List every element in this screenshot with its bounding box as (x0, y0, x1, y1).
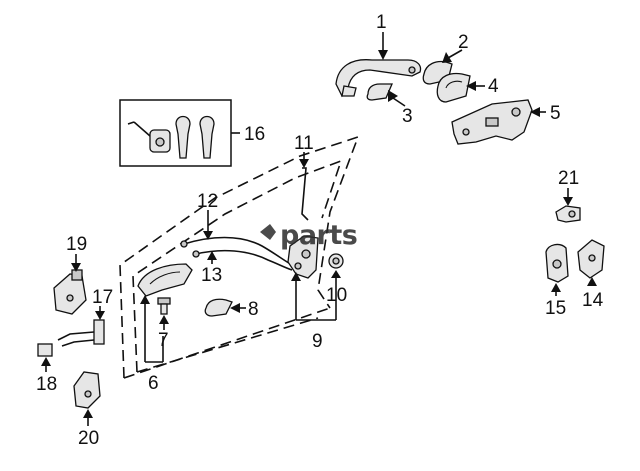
callout-19: 19 (66, 234, 87, 255)
callout-6: 6 (148, 373, 159, 394)
handle-bezel[interactable] (436, 72, 471, 103)
watermark-text: parts (280, 220, 357, 251)
callout-17: 17 (92, 287, 113, 308)
door-striker[interactable] (577, 239, 605, 279)
callout-11: 11 (294, 133, 314, 154)
inside-door-handle[interactable] (137, 263, 193, 297)
striker-bolt[interactable] (555, 205, 581, 223)
striker-plate[interactable] (545, 243, 569, 283)
callout-13: 13 (201, 265, 222, 286)
callout-14: 14 (582, 290, 604, 311)
callout-15: 15 (545, 298, 566, 319)
callout-12: 12 (197, 191, 218, 212)
screw[interactable] (157, 297, 171, 315)
outside-door-handle[interactable] (335, 59, 422, 98)
callout-3: 3 (402, 106, 413, 127)
door-lock-assembly[interactable] (287, 235, 319, 279)
door-check[interactable] (57, 319, 105, 347)
handle-cover[interactable] (204, 298, 233, 317)
callout-9: 9 (312, 331, 323, 352)
callout-8: 8 (248, 299, 259, 320)
watermark-logo-icon (260, 224, 276, 240)
callout-numbers: 1 2 3 4 5 6 7 8 9 10 11 12 13 14 15 16 1… (36, 12, 604, 449)
callout-5: 5 (550, 103, 561, 124)
callout-16: 16 (244, 124, 265, 145)
callout-18: 18 (36, 374, 57, 395)
upper-hinge[interactable] (53, 269, 87, 315)
lower-hinge[interactable] (73, 371, 101, 409)
callout-1: 1 (376, 12, 387, 33)
watermark: parts (260, 220, 358, 251)
callout-7: 7 (158, 330, 169, 351)
release-cables[interactable] (180, 236, 295, 271)
check-bracket[interactable] (37, 343, 53, 357)
callout-2: 2 (458, 32, 469, 53)
callout-20: 20 (78, 428, 99, 449)
callout-4: 4 (488, 76, 499, 97)
handle-frame[interactable] (451, 99, 533, 145)
door-outline (119, 135, 360, 379)
grommet[interactable] (328, 253, 344, 269)
leader-lines (41, 32, 597, 426)
callout-10: 10 (326, 285, 347, 306)
lock-cylinder-kit[interactable] (119, 99, 232, 167)
callout-21: 21 (558, 168, 579, 189)
